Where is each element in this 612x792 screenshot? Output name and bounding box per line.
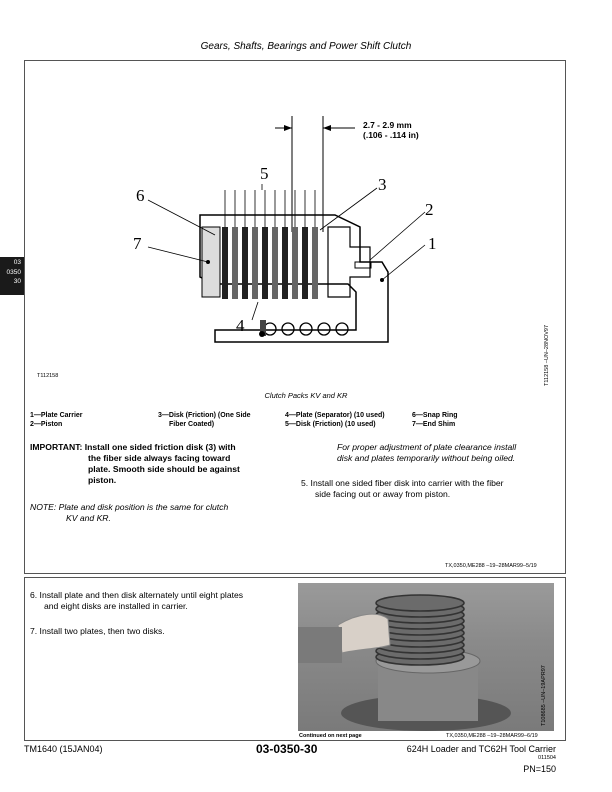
legend-col-3: 4—Plate (Separator) (10 used) 5—Disk (Fr… bbox=[285, 411, 385, 429]
callout-4: 4 bbox=[236, 316, 245, 335]
dimension-label: 2.7 - 2.9 mm (.106 - .114 in) bbox=[363, 120, 419, 140]
important-block: IMPORTANT: Install one sided friction di… bbox=[30, 442, 290, 486]
figure-id: T112158 bbox=[37, 373, 59, 379]
section-tab-line3: 30 bbox=[13, 278, 21, 285]
section-tab-line1: 03 bbox=[13, 259, 21, 266]
legend-item: 1—Plate Carrier bbox=[30, 412, 83, 419]
photo-side-id: T108685 –UN–19APR97 bbox=[541, 665, 547, 726]
callout-1: 1 bbox=[428, 234, 437, 253]
step-5: 5. Install one sided fiber disk into car… bbox=[301, 478, 504, 500]
legend-item: 4—Plate (Separator) (10 used) bbox=[285, 412, 385, 419]
legend-col-1: 1—Plate Carrier 2—Piston bbox=[30, 411, 83, 429]
photo-illustration bbox=[298, 594, 511, 731]
note-block: NOTE: Plate and disk position is the sam… bbox=[30, 502, 228, 524]
callout-3: 3 bbox=[378, 175, 387, 194]
figure-side-id: T112158 –UN–28NOV97 bbox=[544, 324, 550, 386]
step-6: 6. Install plate and then disk alternate… bbox=[30, 590, 243, 612]
footer-manual-id: TM1640 (15JAN04) bbox=[24, 744, 103, 754]
section-box-2 bbox=[24, 577, 566, 741]
callout-6: 6 bbox=[136, 186, 145, 205]
section-tab-line2: 0350 bbox=[6, 268, 21, 276]
legend-item: 2—Piston bbox=[30, 421, 63, 428]
disk-stack bbox=[222, 227, 318, 299]
legend-item: 6—Snap Ring bbox=[412, 412, 458, 419]
adjustment-note: For proper adjustment of plate clearance… bbox=[337, 442, 516, 464]
clutch-pack-diagram bbox=[147, 116, 426, 343]
dimension-mm: 2.7 - 2.9 mm bbox=[363, 120, 412, 130]
page-header: Gears, Shafts, Bearings and Power Shift … bbox=[200, 41, 412, 52]
legend-item: Fiber Coated) bbox=[169, 421, 215, 428]
note-line: KV and KR. bbox=[66, 513, 111, 523]
dimension-in: (.106 - .114 in) bbox=[363, 130, 419, 140]
step-line: 6. Install plate and then disk alternate… bbox=[30, 590, 244, 600]
section-ref-2: TX,0350,ME288 –19–28MAR99–6/19 bbox=[446, 733, 538, 739]
section-ref-1: TX,0350,ME288 –19–28MAR99–5/19 bbox=[445, 563, 537, 569]
callout-5: 5 bbox=[260, 164, 269, 183]
callout-2: 2 bbox=[425, 200, 434, 219]
footer-code: 011504 bbox=[538, 755, 556, 761]
legend-col-2: 3—Disk (Friction) (One Side Fiber Coated… bbox=[158, 411, 251, 429]
important-line: piston. bbox=[88, 475, 117, 485]
step-line: 5. Install one sided fiber disk into car… bbox=[301, 478, 504, 488]
callout-7: 7 bbox=[133, 234, 142, 253]
step-7: 7. Install two plates, then two disks. bbox=[30, 626, 165, 636]
continued-label: Continued on next page bbox=[299, 733, 362, 739]
legend-col-4: 6—Snap Ring 7—End Shim bbox=[412, 411, 458, 429]
section-box-1 bbox=[24, 60, 566, 574]
legend-item: 3—Disk (Friction) (One Side bbox=[158, 412, 251, 419]
legend-item: 5—Disk (Friction) (10 used) bbox=[285, 421, 376, 428]
footer-product: 624H Loader and TC62H Tool Carrier bbox=[406, 744, 556, 754]
important-line: plate. Smooth side should be against bbox=[88, 464, 240, 474]
important-line: the fiber side always facing toward bbox=[88, 453, 231, 463]
step-line: side facing out or away from piston. bbox=[315, 489, 451, 499]
important-line: Install one sided friction disk (3) with bbox=[84, 442, 236, 452]
section-tab: 03 0350 30 bbox=[0, 257, 24, 295]
footer-page-code: 03-0350-30 bbox=[256, 742, 318, 756]
figure-caption: Clutch Packs KV and KR bbox=[264, 391, 348, 400]
note-line: For proper adjustment of plate clearance… bbox=[337, 442, 517, 452]
note-line: disk and plates temporarily without bein… bbox=[337, 453, 516, 463]
footer-page-number: PN=150 bbox=[523, 764, 556, 774]
note-line: NOTE: Plate and disk position is the sam… bbox=[30, 502, 229, 512]
step-line: and eight disks are installed in carrier… bbox=[44, 601, 188, 611]
clutch-disk-photo bbox=[298, 583, 554, 731]
legend-item: 7—End Shim bbox=[412, 421, 456, 428]
important-label: IMPORTANT: bbox=[30, 442, 83, 452]
